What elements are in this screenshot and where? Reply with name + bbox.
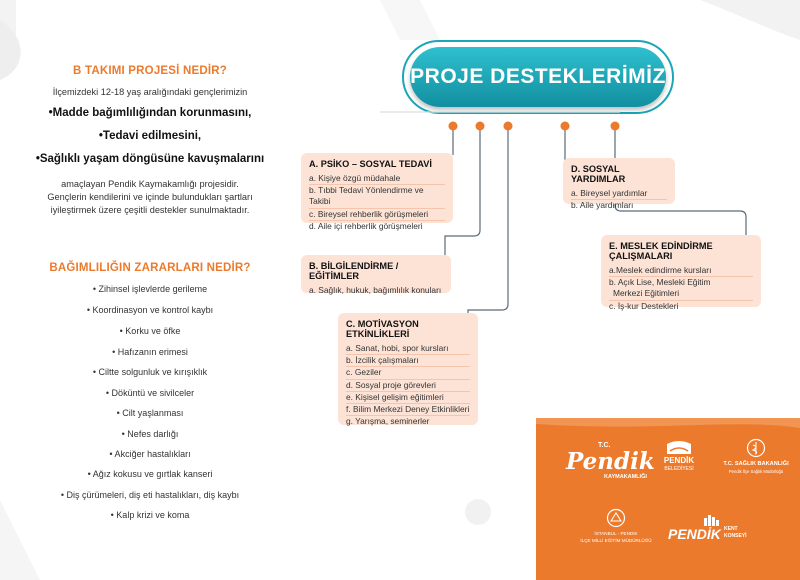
kaymakamlik-logo: T.C. Pendik KAYMAKAMLIĞI (564, 442, 655, 484)
harm-item: • Zihinsel işlevlerde gerileme (92, 284, 208, 294)
harm-item: • Hafızanın erimesi (112, 347, 188, 357)
harm-item: • Akciğer hastalıkları (109, 449, 191, 459)
box-title: D. SOSYAL YARDIMLAR (571, 164, 626, 184)
saglik-sub: Pendik İlçe Sağlık Müdürlüğü (728, 469, 784, 474)
kent-konseyi-logo: PENDİK KENT KONSEYİ (668, 514, 758, 550)
connector-dot (560, 121, 570, 131)
meb-logo: İSTANBUL - PENDİK İLÇE MİLLİ EĞİTİM MÜDÜ… (576, 508, 656, 552)
harm-item: • Döküntü ve sivilceler (105, 388, 195, 398)
project-description: amaçlayan Pendik Kaymakamlığı projesidir… (20, 178, 280, 217)
box-item: g. Yarışma, seminerler (346, 416, 430, 427)
connector-dot (448, 121, 458, 131)
harm-item: • Kalp krizi ve koma (110, 510, 190, 520)
bullet-item: •Madde bağımlılığından korunmasını, (48, 107, 252, 119)
header-pill: PROJE DESTEKLERİMİZ (410, 47, 666, 107)
logo-tc: T.C. (598, 442, 611, 449)
connector-dot (610, 121, 620, 131)
kent-name: PENDİK (668, 526, 721, 542)
belediye-logo: PENDİK BELEDİYESİ (657, 440, 701, 480)
box-item: Merkezi Eğitimleri (609, 288, 753, 301)
box-item: a. Sanat, hobi, spor kursları (346, 343, 470, 356)
support-box-c: C. MOTİVASYON ETKİNLİKLERİ a. Sanat, hob… (338, 313, 478, 427)
desc-line: iyileştirmek üzere çeşitli destekler sun… (50, 205, 250, 215)
box-item: c. Geziler (346, 367, 470, 380)
box-item: a. Kişiye özgü müdahale (309, 173, 445, 186)
harm-item: • Ağız kokusu ve gırtlak kanseri (87, 469, 213, 479)
bullet-item: •Tedavi edilmesini, (98, 130, 202, 142)
desc-line: amaçlayan Pendik Kaymakamlığı projesidir… (61, 179, 239, 189)
connector-dot (475, 121, 485, 131)
support-box-b: B. BİLGİLENDİRME / EĞİTİMLER a. Sağlık, … (301, 255, 451, 295)
harm-item: • Korku ve öfke (119, 326, 181, 336)
box-item: f. Bilim Merkezi Deney Etkinlikleri (346, 404, 470, 417)
page-title: PROJE DESTEKLERİMİZ (410, 65, 666, 88)
meb-emblem-icon (606, 508, 626, 528)
harm-item: • Nefes darlığı (121, 429, 179, 439)
kent-emblem-icon (704, 515, 719, 526)
support-box-a: A. PSİKO – SOSYAL TEDAVİ a. Kişiye özgü … (301, 153, 453, 231)
box-item: c. Bireysel rehberlik görüşmeleri (309, 209, 445, 221)
box-item: b. Tıbbi Tedavi Yönlendirme ve Takibi (309, 185, 445, 209)
box-item: a. Bireysel yardımlar (571, 188, 667, 201)
box-item: a. Sağlık, hukuk, bağımlılık konuları (309, 285, 442, 295)
header-pill-outline (402, 40, 674, 114)
box-title: E. MESLEK EDİNDİRME ÇALIŞMALARI (609, 241, 713, 261)
bullet-item: •Sağlıklı yaşam döngüsüne kavuşmalarını (35, 153, 265, 165)
kent-sub2: KONSEYİ (724, 533, 747, 539)
support-box-e: E. MESLEK EDİNDİRME ÇALIŞMALARI a.Meslek… (601, 235, 761, 311)
desc-line: Gençlerin kendilerini ve içinde bulunduk… (47, 192, 253, 202)
box-item: b. İzcilik çalışmaları (346, 355, 470, 368)
logo-sub: KAYMAKAMLIĞI (604, 474, 647, 480)
kent-sub1: KENT (724, 526, 738, 532)
harm-item: • Ciltte solgunluk ve kırışıklık (92, 367, 208, 377)
harm-item: • Cilt yaşlanması (116, 408, 184, 418)
box-item: e. Kişisel gelişim eğitimleri (346, 392, 470, 405)
support-box-d: D. SOSYAL YARDIMLAR a. Bireysel yardımla… (563, 158, 675, 210)
connector-dot (503, 121, 513, 131)
harms-title: BAĞIMLILIĞIN ZARARLARI NEDİR? (49, 262, 251, 274)
project-title: B TAKIMI PROJESİ NEDİR? (73, 65, 227, 77)
box-title: C. MOTİVASYON ETKİNLİKLERİ (346, 319, 419, 339)
saglik-emblem-icon (746, 438, 766, 458)
box-item: d. Aile içi rehberlik görüşmeleri (309, 220, 423, 231)
saglik-logo: T.C. SAĞLIK BAKANLIĞI Pendik İlçe Sağlık… (714, 438, 798, 482)
box-title: B. BİLGİLENDİRME / EĞİTİMLER (309, 261, 399, 281)
box-item: b. Aile yardımları (571, 200, 634, 211)
box-item: b. Açık Lise, Mesleki Eğitim (609, 277, 711, 288)
decorative-circle (465, 499, 491, 525)
meb-line2: İLÇE MİLLİ EĞİTİM MÜDÜRLÜĞÜ (580, 538, 652, 543)
belediye-name: PENDİK (663, 456, 695, 465)
meb-line1: İSTANBUL - PENDİK (594, 531, 638, 536)
box-item: a.Meslek edindirme kursları (609, 265, 753, 278)
panel-wave (536, 418, 800, 428)
project-intro: İlçemizdeki 12-18 yaş aralığındaki gençl… (52, 87, 248, 97)
harm-item: • Koordinasyon ve kontrol kaybı (86, 305, 214, 315)
box-item: c. İş-kur Destekleri (609, 300, 679, 311)
logo-pendik: Pendik (566, 448, 655, 475)
sponsor-logos-panel: T.C. Pendik KAYMAKAMLIĞI PENDİK BELEDİYE… (536, 418, 800, 580)
box-item: d. Sosyal proje görevleri (346, 380, 470, 392)
harm-item: • Diş çürümeleri, diş eti hastalıkları, … (60, 490, 240, 500)
belediye-emblem-icon (667, 441, 691, 454)
belediye-sub: BELEDİYESİ (664, 466, 694, 472)
saglik-name: T.C. SAĞLIK BAKANLIĞI (723, 461, 789, 467)
box-title: A. PSİKO – SOSYAL TEDAVİ (309, 159, 432, 169)
